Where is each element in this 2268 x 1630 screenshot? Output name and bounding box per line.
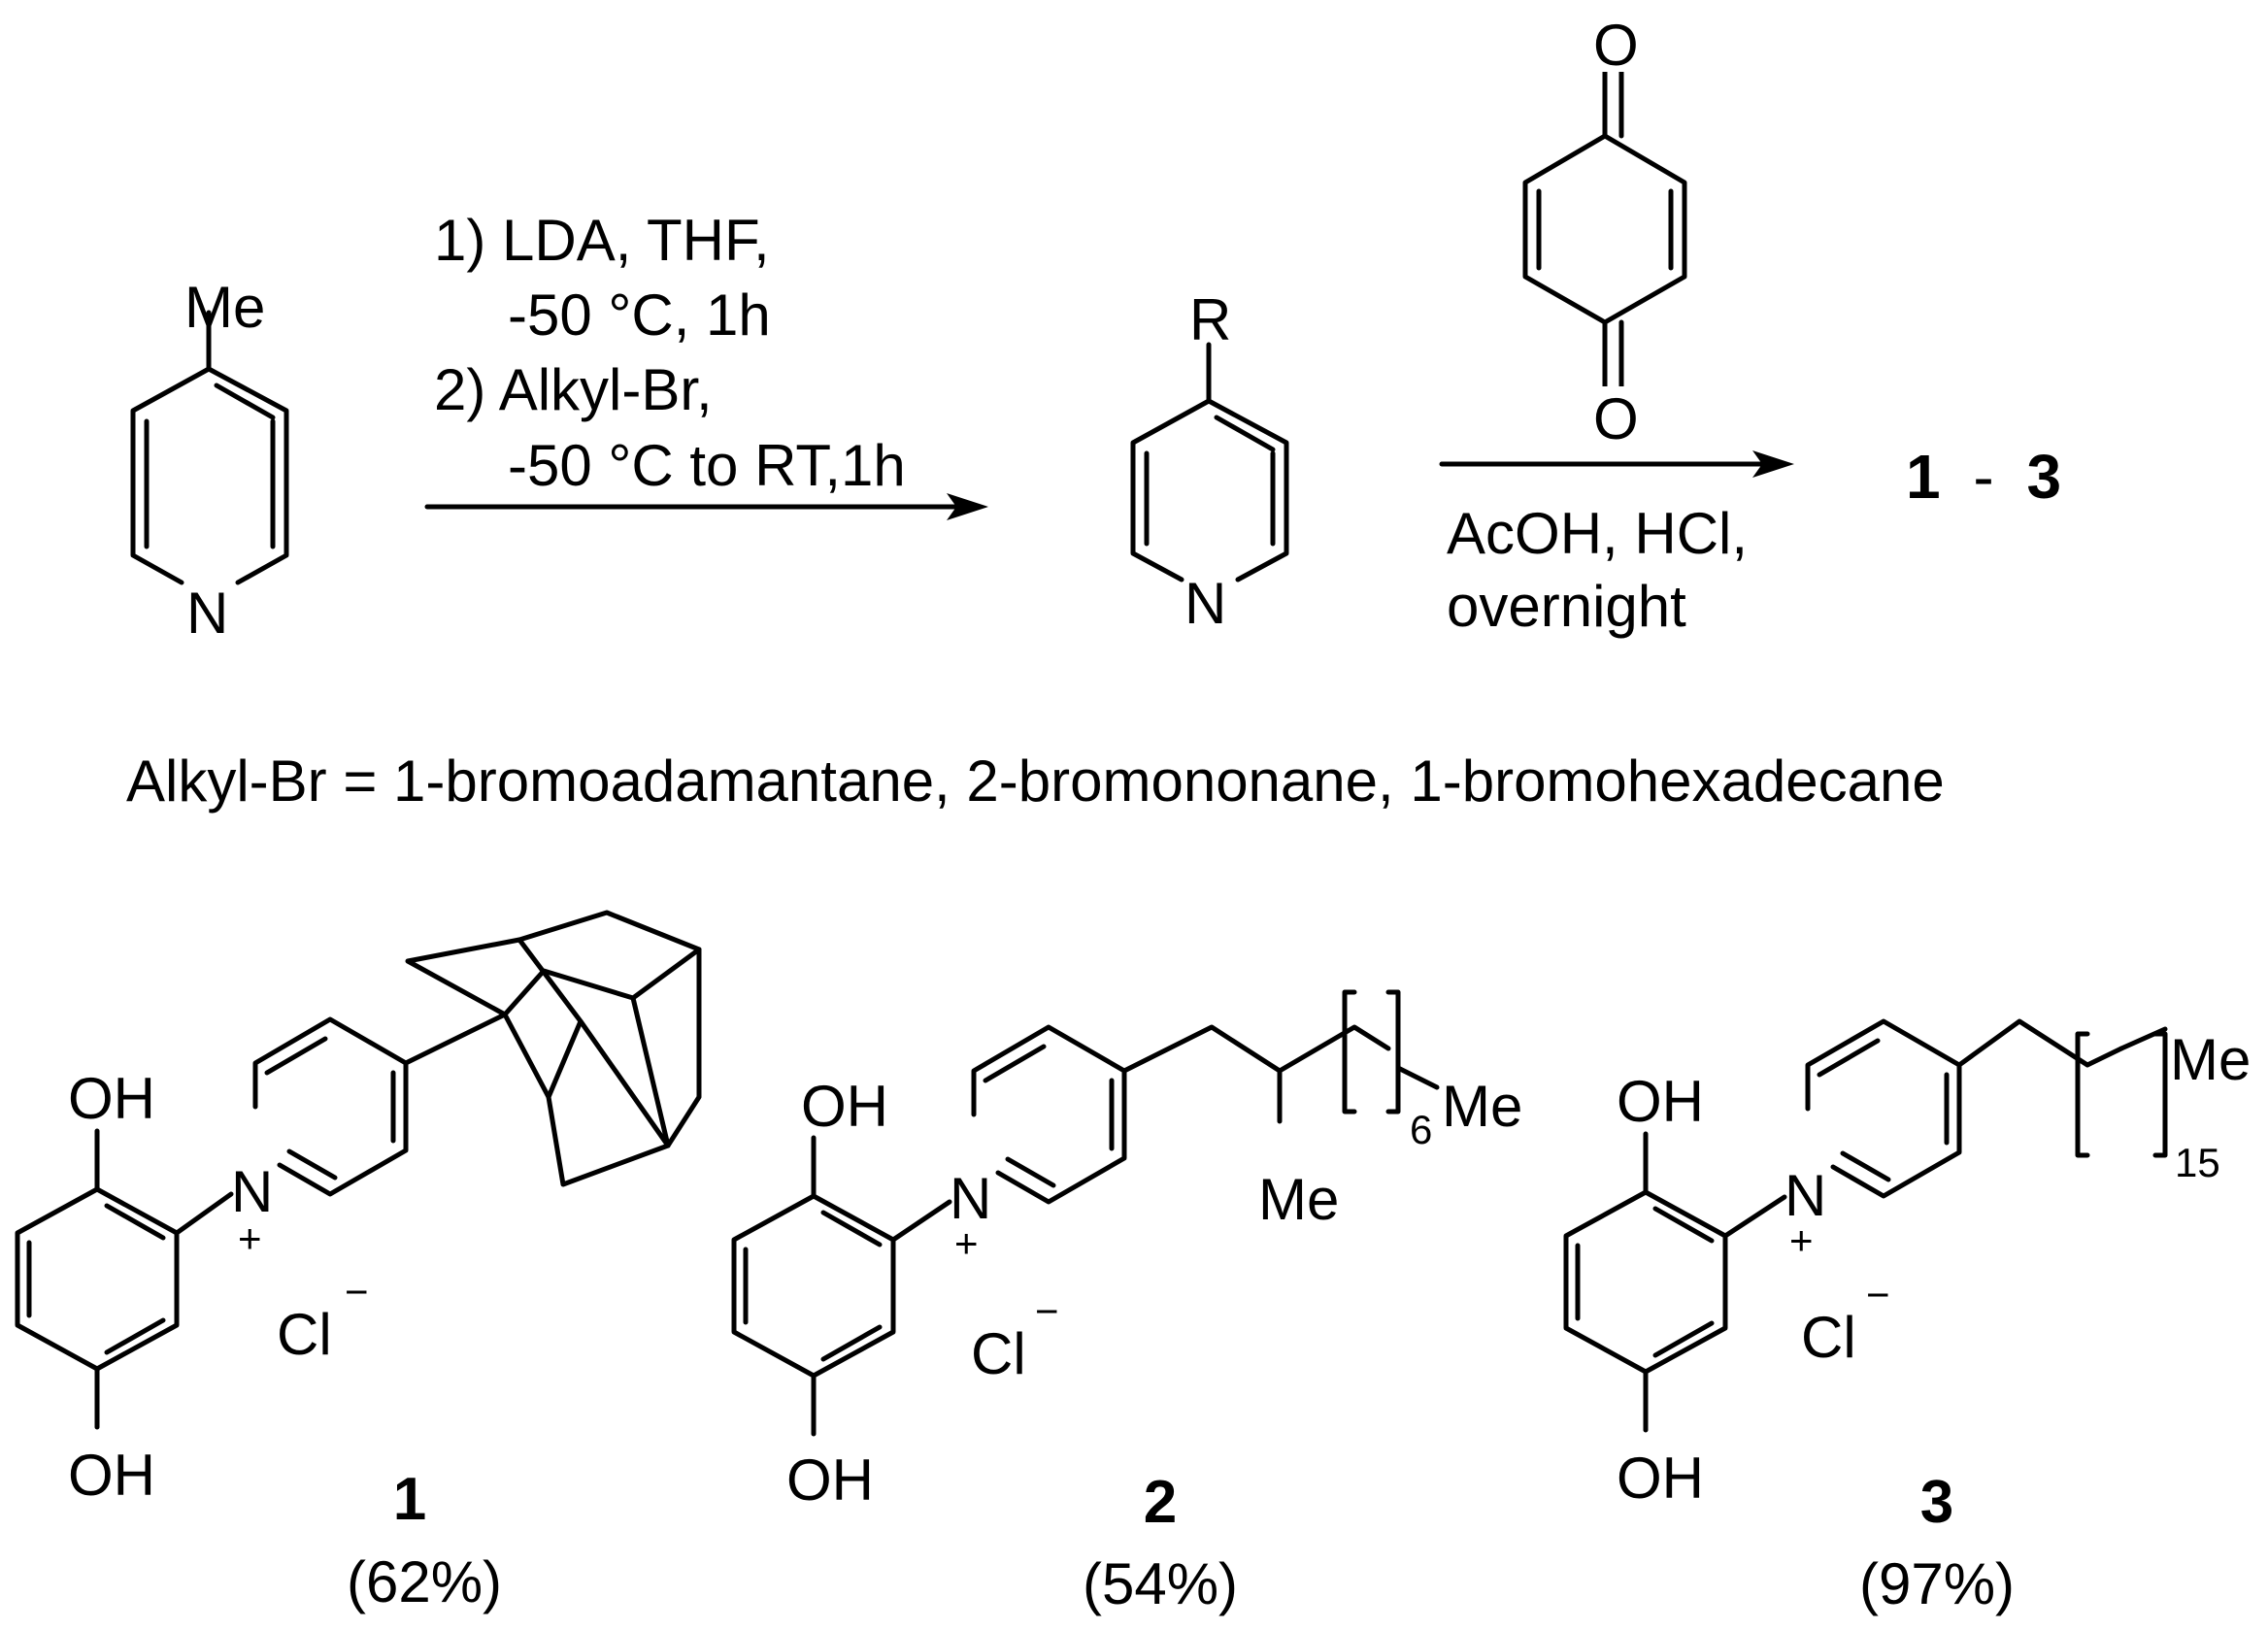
intermediate-4-alkylpyridine: R N bbox=[1130, 287, 1289, 636]
product-2-oh-top: OH bbox=[801, 1074, 888, 1139]
step1-line-2: -50 °C, 1h bbox=[508, 283, 771, 348]
step1-line-4: -50 °C to RT,1h bbox=[508, 433, 906, 498]
step2-conditions: AcOH, HCl, overnight bbox=[1447, 501, 1748, 639]
step2-arrow bbox=[1439, 450, 1794, 478]
product-1-nitrogen: N bbox=[231, 1159, 273, 1224]
product-2-counter-charge: − bbox=[1035, 1288, 1059, 1334]
product-3-charge: + bbox=[1789, 1217, 1814, 1263]
product-2-yield: (54%) bbox=[1083, 1551, 1238, 1616]
product-2-structure: OH OH N + Cl − Me 6 Me bbox=[731, 989, 1522, 1513]
product-range-start: 1 bbox=[1906, 442, 1941, 512]
product-2-oh-bottom: OH bbox=[786, 1447, 874, 1513]
reactant-nitrogen-label: N bbox=[186, 581, 228, 646]
product-3-oh-top: OH bbox=[1617, 1069, 1704, 1134]
step1-line-3: 2) Alkyl-Br, bbox=[434, 357, 713, 422]
product-3-chain-end: Me bbox=[2170, 1027, 2251, 1092]
product-1-oh-bottom: OH bbox=[68, 1443, 155, 1508]
step1-conditions: 1) LDA, THF, -50 °C, 1h 2) Alkyl-Br, -50… bbox=[434, 208, 906, 498]
reactant-methyl-label: Me bbox=[184, 275, 265, 340]
product-2-nitrogen: N bbox=[950, 1166, 991, 1231]
step2-line-2: overnight bbox=[1447, 574, 1686, 639]
product-2-chain-end: Me bbox=[1442, 1074, 1522, 1139]
intermediate-r-label: R bbox=[1189, 287, 1231, 352]
product-1-counter-charge: − bbox=[345, 1269, 369, 1314]
product-3-yield: (97%) bbox=[1859, 1551, 2015, 1616]
reagent-benzoquinone: O O bbox=[1522, 13, 1687, 451]
intermediate-nitrogen-label: N bbox=[1184, 571, 1226, 636]
product-range-end: 3 bbox=[2026, 442, 2061, 512]
product-3-nitrogen: N bbox=[1784, 1163, 1826, 1228]
svg-text:1 - 3: 1 - 3 bbox=[1906, 442, 2061, 512]
product-2-counterion: Cl bbox=[971, 1321, 1026, 1386]
alkyl-bromide-note: Alkyl-Br = 1-bromoadamantane, 2-bromonon… bbox=[126, 748, 1945, 814]
product-2-branch-methyl: Me bbox=[1258, 1167, 1339, 1232]
product-range-separator: - bbox=[1973, 442, 1993, 512]
product-1-structure: OH OH N + Cl − bbox=[15, 910, 702, 1508]
product-1-oh-top: OH bbox=[68, 1066, 155, 1131]
quinone-oxygen-bottom: O bbox=[1593, 386, 1639, 451]
product-3-counterion: Cl bbox=[1801, 1305, 1856, 1370]
product-3-chain-repeat: 15 bbox=[2175, 1140, 2220, 1185]
product-1-number: 1 bbox=[393, 1466, 426, 1533]
product-1-yield: (62%) bbox=[347, 1549, 502, 1614]
reactant-4-methylpyridine: Me N bbox=[130, 275, 289, 646]
product-3-structure: OH OH N + Cl − 15 Me bbox=[1563, 1018, 2251, 1511]
product-2-chain-repeat: 6 bbox=[1410, 1107, 1432, 1152]
product-3-oh-bottom: OH bbox=[1617, 1446, 1704, 1511]
product-2-number: 2 bbox=[1144, 1469, 1177, 1536]
step2-line-1: AcOH, HCl, bbox=[1447, 501, 1748, 566]
product-3-counter-charge: − bbox=[1866, 1272, 1890, 1317]
product-1-counterion: Cl bbox=[277, 1302, 332, 1367]
step1-arrow bbox=[424, 493, 988, 520]
quinone-oxygen-top: O bbox=[1593, 13, 1639, 78]
product-3-number: 3 bbox=[1920, 1469, 1953, 1536]
product-2-charge: + bbox=[954, 1220, 979, 1266]
step1-line-1: 1) LDA, THF, bbox=[434, 208, 770, 273]
product-range-label: 1 - 3 bbox=[1906, 442, 2061, 512]
product-1-charge: + bbox=[238, 1215, 262, 1261]
